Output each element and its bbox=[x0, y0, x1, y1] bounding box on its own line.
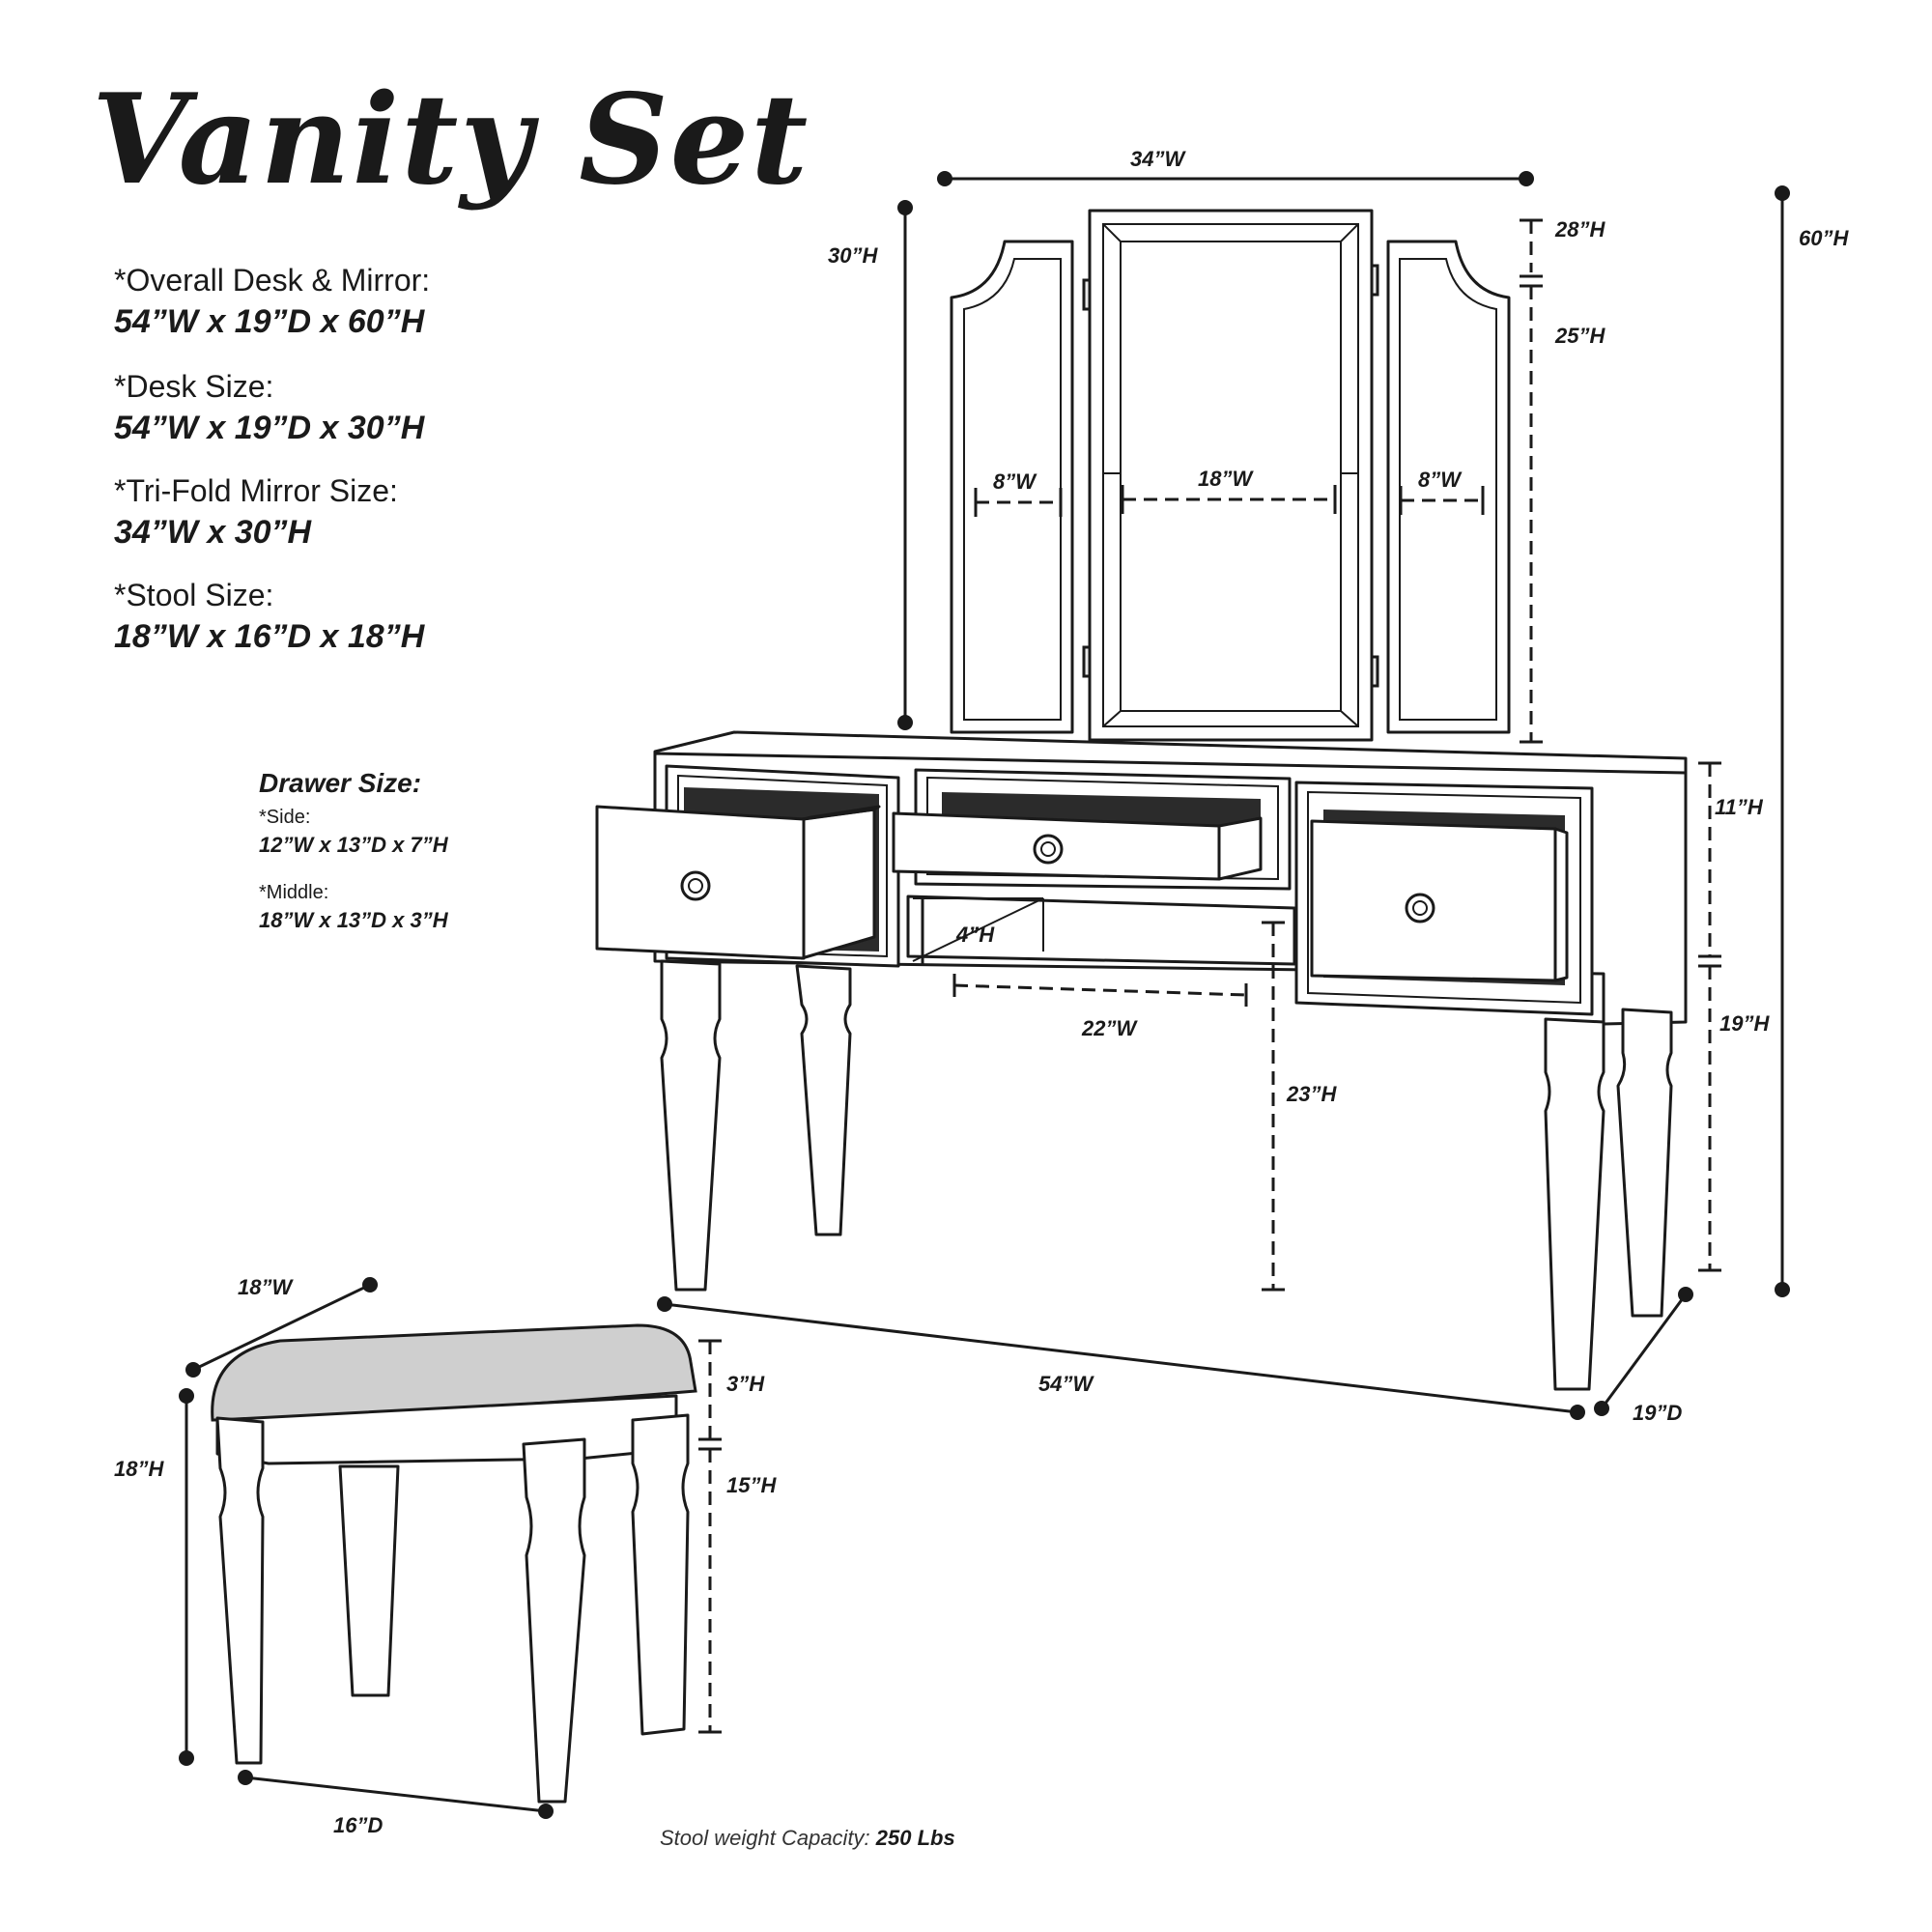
drawer-right-front bbox=[1310, 819, 1557, 982]
capacity-label: Stool weight Capacity: bbox=[660, 1826, 870, 1850]
drawer-left-box bbox=[800, 808, 876, 960]
hinge-icon bbox=[1082, 645, 1092, 678]
capacity-value: 250 Lbs bbox=[875, 1826, 955, 1850]
dim-mirror-center-top: 28”H bbox=[1554, 217, 1605, 242]
dim-mirror-height: 30”H bbox=[828, 243, 878, 268]
drawer-size-title: Drawer Size: bbox=[259, 768, 422, 798]
knob-left bbox=[680, 870, 711, 901]
spec-overall-value: 54”W x 19”D x 60”H bbox=[114, 303, 425, 340]
dim-desk-leg-height: 19”H bbox=[1719, 1011, 1770, 1036]
hinge-icon bbox=[1082, 278, 1092, 311]
drawer-side-value: 12”W x 13”D x 7”H bbox=[259, 833, 448, 857]
dim-mirror-width: 34”W bbox=[1130, 147, 1186, 171]
stool-leg bbox=[631, 1413, 690, 1736]
knob-middle bbox=[1033, 834, 1064, 865]
dim-center-panel-width: 18”W bbox=[1198, 467, 1254, 491]
spec-stool-value: 18”W x 16”D x 18”H bbox=[114, 618, 425, 655]
desk-leg bbox=[1616, 1008, 1673, 1318]
mirror-center-panel bbox=[1088, 209, 1374, 742]
spec-mirror-value: 34”W x 30”H bbox=[114, 514, 312, 551]
desk-leg bbox=[795, 964, 852, 1236]
dim-knee-height: 23”H bbox=[1286, 1082, 1337, 1106]
hinge-icon bbox=[1370, 264, 1379, 297]
tri-fold-mirror bbox=[950, 209, 1511, 742]
spec-mirror-label: *Tri-Fold Mirror Size: bbox=[114, 473, 398, 508]
hinge-icon bbox=[1370, 655, 1379, 688]
dim-knee-gap: 4”H bbox=[955, 923, 995, 947]
dim-right-panel-width: 8”W bbox=[1418, 468, 1463, 492]
dim-left-panel-width: 8”W bbox=[993, 469, 1037, 494]
spec-desk-label: *Desk Size: bbox=[114, 369, 274, 404]
spec-overall-label: *Overall Desk & Mirror: bbox=[114, 263, 431, 298]
desk-leg bbox=[1544, 1017, 1605, 1391]
stool-leg bbox=[215, 1416, 265, 1765]
desk bbox=[595, 730, 1688, 1391]
stool-capacity: Stool weight Capacity: 250 Lbs bbox=[660, 1826, 955, 1851]
dim-overall-height: 60”H bbox=[1799, 226, 1849, 250]
drawer-middle-value: 18”W x 13”D x 3”H bbox=[259, 908, 448, 932]
drawer-side-label: *Side: bbox=[259, 807, 311, 828]
dimension-lines: 34”W 30”H 60”H 28”H 25”H 8”W 18”W bbox=[114, 147, 1849, 1837]
stool-leg bbox=[338, 1464, 400, 1697]
mirror-right-panel bbox=[1386, 240, 1511, 734]
mirror-left-panel bbox=[950, 240, 1074, 734]
knob-right bbox=[1405, 893, 1435, 923]
dim-stool-leg: 15”H bbox=[726, 1473, 777, 1497]
dim-desk-top-height: 11”H bbox=[1715, 795, 1764, 819]
page-title: Vanity Set bbox=[92, 68, 810, 213]
dim-stool-height: 18”H bbox=[114, 1457, 164, 1481]
dim-stool-width: 18”W bbox=[238, 1275, 294, 1299]
dim-desk-depth: 19”D bbox=[1633, 1401, 1682, 1425]
dim-knee-width: 22”W bbox=[1081, 1016, 1138, 1040]
desk-leg bbox=[660, 959, 722, 1292]
dim-stool-depth: 16”D bbox=[333, 1813, 383, 1837]
spec-desk-value: 54”W x 19”D x 30”H bbox=[114, 410, 425, 446]
stool bbox=[211, 1323, 697, 1804]
drawer-middle-label: *Middle: bbox=[259, 882, 329, 903]
dim-desk-width: 54”W bbox=[1038, 1372, 1094, 1396]
dim-stool-seat: 3”H bbox=[726, 1372, 765, 1396]
dim-mirror-side-height: 25”H bbox=[1554, 324, 1605, 348]
stool-leg bbox=[522, 1437, 586, 1804]
spec-stool-label: *Stool Size: bbox=[114, 578, 274, 612]
